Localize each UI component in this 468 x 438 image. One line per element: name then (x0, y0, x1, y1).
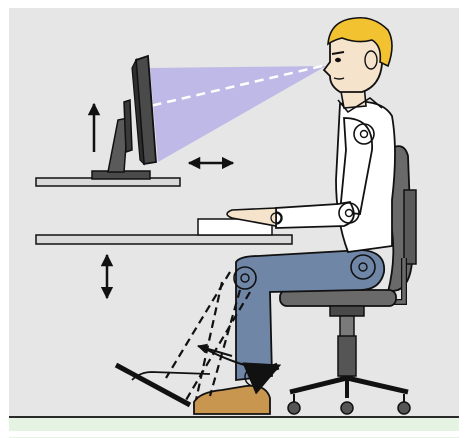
desk (36, 235, 292, 244)
